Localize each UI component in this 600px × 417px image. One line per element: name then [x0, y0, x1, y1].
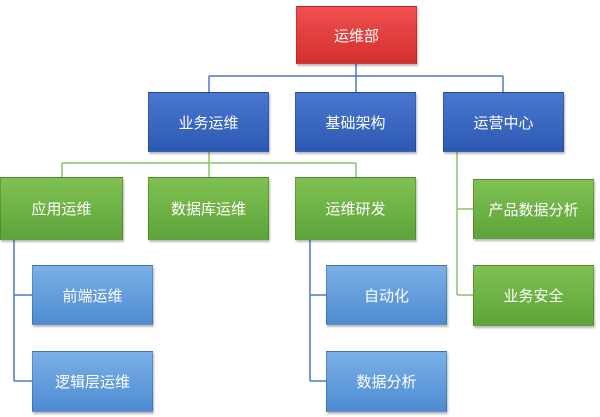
node-business-ops: 业务运维: [148, 92, 269, 152]
node-frontend-ops: 前端运维: [32, 265, 153, 325]
node-label: 运营中心: [473, 113, 534, 132]
node-label: 业务运维: [178, 113, 239, 132]
node-label: 产品数据分析: [488, 200, 579, 219]
root-connectors: [208, 64, 504, 92]
node-label: 业务安全: [503, 287, 564, 305]
node-label: 自动化: [363, 286, 409, 305]
dev-ops-connectors: [309, 240, 326, 382]
node-infrastructure: 基础架构: [295, 92, 416, 152]
node-devops-rd: 运维研发: [295, 177, 416, 240]
node-data-analysis: 数据分析: [326, 351, 447, 412]
node-label: 应用运维: [31, 200, 92, 218]
node-label: 运维研发: [325, 200, 386, 218]
business-ops-connectors: [61, 152, 357, 177]
node-label: 数据分析: [356, 373, 417, 391]
node-app-ops: 应用运维: [0, 177, 123, 240]
node-label: 逻辑层运维: [54, 373, 130, 391]
node-root-label: 运维部: [333, 26, 379, 45]
node-root: 运维部: [296, 6, 417, 64]
node-label: 基础架构: [325, 113, 386, 132]
node-business-security: 业务安全: [473, 265, 594, 326]
app-ops-connectors: [13, 240, 32, 382]
operations-center-connectors: [456, 152, 473, 296]
node-automation: 自动化: [326, 265, 447, 325]
node-operations-center: 运营中心: [443, 92, 564, 152]
node-database-ops: 数据库运维: [148, 177, 269, 240]
node-label: 前端运维: [62, 286, 123, 305]
node-label: 数据库运维: [170, 200, 246, 218]
node-product-data-analysis: 产品数据分析: [473, 179, 594, 239]
node-logic-layer-ops: 逻辑层运维: [32, 351, 153, 412]
